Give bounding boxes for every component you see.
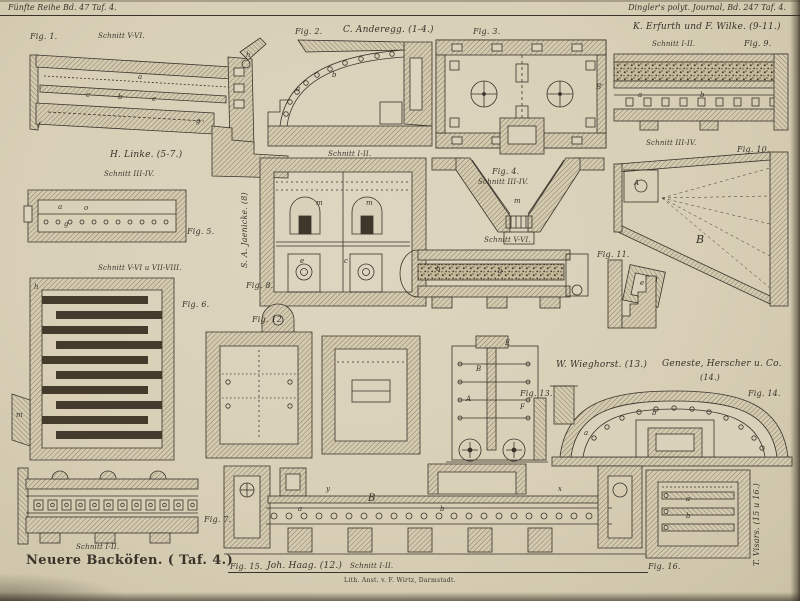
figure-letter-annotation: a (498, 267, 503, 275)
figure-letter-annotation: B (368, 493, 376, 504)
fig14-drawing (550, 385, 793, 467)
fig9-schnitt-label: Schnitt I-II. (652, 40, 696, 48)
fig9-label: Fig. 9. (744, 39, 772, 48)
figure-letter-annotation: g (64, 220, 69, 228)
figure-letter-annotation: a (138, 73, 143, 81)
fig6-drawing (11, 277, 175, 461)
plate-header-right: Dingler's polyt. Journal, Bd. 247 Taf. 4… (628, 3, 786, 12)
figure-letter-annotation: b (118, 93, 123, 101)
fig8-drawing (259, 157, 427, 307)
fig8-label: Fig. 8. (246, 281, 274, 290)
fig4b-schnitt-label: Schnitt V-VI. (484, 236, 531, 244)
fig5-schnitt-label: Schnitt III-IV. (104, 170, 155, 178)
scan-edge-bottom (0, 592, 800, 601)
figure-letter-annotation: a (296, 85, 301, 93)
fig11-label: Fig. 11. (597, 250, 630, 259)
fig12-drawing (205, 303, 421, 459)
fig7-drawing (17, 467, 199, 545)
figure-letter-annotation: g (196, 117, 201, 125)
figure-letter-annotation: c (86, 91, 90, 99)
figure-letter-annotation: b (700, 91, 705, 99)
figure-letter-annotation: e (152, 95, 157, 103)
fig3-drawing (435, 39, 607, 155)
figure-letter-annotation: x (558, 485, 562, 493)
figure-letter-annotation: A (634, 179, 640, 187)
figure-letter-annotation: h (246, 51, 251, 59)
jaenicke-title: S. A. Jaenicke. (8) (240, 192, 249, 268)
geneste-number: (14.) (700, 373, 720, 382)
figure-letter-annotation: b (332, 71, 337, 79)
fig4-label: Fig. 4. (492, 167, 520, 176)
fig7-label: Fig. 7. (204, 515, 232, 524)
fig16-label: Fig. 16. (648, 562, 681, 571)
figure-letter-annotation: e (300, 257, 305, 265)
figure-letter-annotation: a (298, 505, 303, 513)
figure-letter-annotation: y (326, 485, 330, 493)
figure-letter-annotation: a (686, 495, 691, 503)
figure-letter-annotation: c (344, 257, 348, 265)
fig10-schnitt-label: Schnitt III-IV. (646, 139, 697, 147)
fig6-schnitt-label: Schnitt V-VI u VII-VIII. (98, 264, 182, 272)
footer-rule (228, 572, 648, 573)
figure-letter-annotation: m (514, 197, 521, 205)
fig13-label: Fig. 13. (520, 389, 553, 398)
fig12-label: Fig. 12. (252, 315, 285, 324)
fig10-label: Fig. 10. (737, 145, 770, 154)
fig5-label: Fig. 5. (187, 227, 215, 236)
lithography-credit: Lith. Anst. v. F. Wirtz, Darmstadt. (344, 577, 456, 584)
haag-title: Joh. Haag. (12.) (267, 561, 343, 571)
fig14-label: Fig. 14. (748, 389, 781, 398)
linke-title: H. Linke. (5-7.) (110, 150, 183, 160)
figure-letter-annotation: h (34, 283, 39, 291)
scan-edge-top (0, 0, 800, 2)
fig16-drawing (645, 469, 751, 559)
figure-letter-annotation: A (466, 395, 472, 403)
figure-letter-annotation: B' (596, 83, 604, 91)
fig1-label: Fig. 1. (30, 32, 58, 41)
figure-letter-annotation: B (476, 365, 482, 373)
fig4-schnitt-label: Schnitt III-IV. (478, 178, 529, 186)
fig15-label: Fig. 15. (230, 562, 263, 571)
wieghorst-title: W. Wieghorst. (13.) (556, 360, 648, 370)
figure-letter-annotation: f (38, 121, 41, 129)
fig15-schnitt-label: Schnitt I-II. (350, 562, 394, 570)
figure-letter-annotation: o (84, 204, 89, 212)
figure-letter-annotation: b (686, 512, 691, 520)
fig1-schnitt-label: Schnitt V-VI. (98, 32, 145, 40)
figure-letter-annotation: m (16, 411, 23, 419)
fig15-drawing (223, 463, 646, 555)
fig2-drawing (267, 39, 433, 147)
plate-header-left: Fünfte Reihe Bd. 47 Taf. 4. (8, 3, 117, 12)
figure-letter-annotation: a (638, 91, 643, 99)
fig2-label: Fig. 2. (295, 27, 323, 36)
figure-letter-annotation: e (640, 279, 645, 287)
figure-letter-annotation: b (440, 505, 445, 513)
figure-letter-annotation: b (436, 265, 441, 273)
scan-edge-right (790, 0, 800, 601)
figure-letter-annotation: F (520, 403, 525, 411)
fig4-schnitt-v-vi-drawing (399, 249, 589, 309)
scan-edge-bottom-left-corner (0, 573, 130, 601)
figure-letter-annotation: a (584, 429, 589, 437)
figure-letter-annotation: B (696, 233, 705, 246)
figure-letter-annotation: m (316, 199, 323, 207)
fig3-label: Fig. 3. (473, 27, 501, 36)
geneste-title: Geneste, Herscher u. Co. (662, 359, 782, 369)
figure-letter-annotation: E (505, 339, 511, 347)
fig13-drawing (446, 335, 548, 463)
header-rule (0, 15, 800, 16)
fig7-schnitt-label: Schnitt I-II. (76, 543, 120, 551)
anderegg-title: C. Anderegg. (1-4.) (343, 25, 434, 35)
plate-title: Neuere Backöfen. ( Taf. 4.) (26, 553, 234, 568)
figure-letter-annotation: m (366, 199, 373, 207)
erfurth-wilke-title: K. Erfurth und F. Wilke. (9-11.) (633, 22, 781, 32)
fig2-schnitt-label: Schnitt I-II. (328, 150, 372, 158)
figure-letter-annotation: b (652, 409, 657, 417)
fig6-label: Fig. 6. (182, 300, 210, 309)
visars-title: T. Visars. (15 u 16.) (752, 483, 761, 566)
figure-letter-annotation: a (58, 203, 63, 211)
fig11-drawing (607, 259, 657, 329)
fig5-drawing (23, 189, 187, 243)
